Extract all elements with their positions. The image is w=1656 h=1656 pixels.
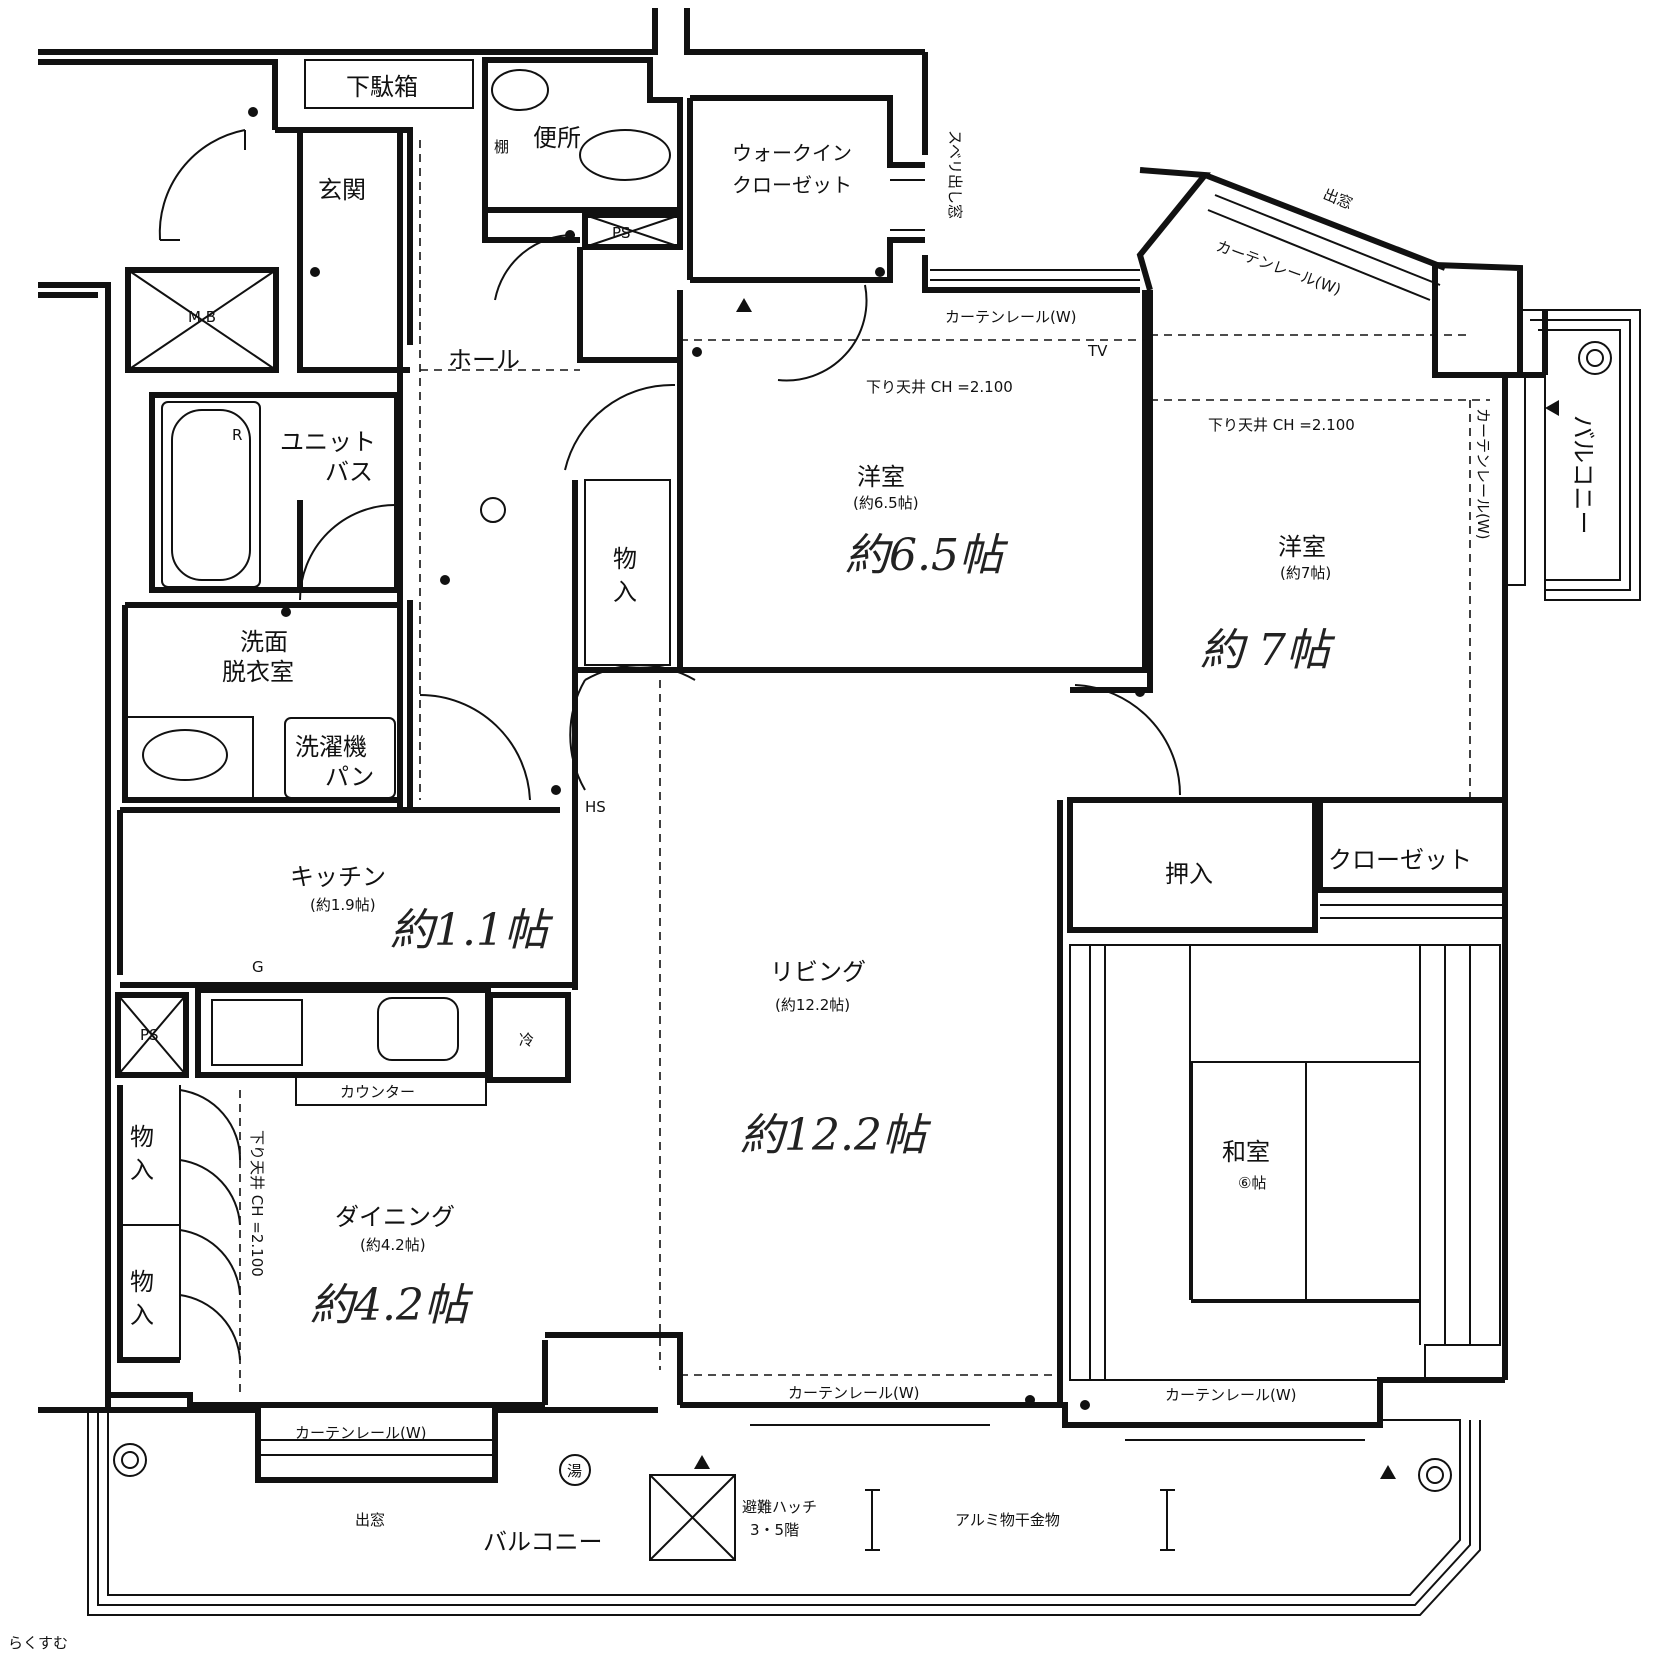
label-curtain-w3: カーテンレール(W) (1474, 408, 1492, 540)
label-hs: HS (585, 798, 606, 816)
label-japanese: 和室 (1222, 1138, 1270, 1166)
label-curtain-w6: カーテンレール(W) (295, 1424, 427, 1442)
label-drying: アルミ物干金物 (955, 1511, 1060, 1529)
label-hatch-2: 3・5階 (750, 1521, 799, 1539)
label-ps-top: PS (612, 224, 631, 242)
label-storage-d1-2: 入 (130, 1156, 154, 1184)
label-mb: M.B (188, 308, 216, 326)
label-kitchen-sub: (約1.9帖) (310, 896, 376, 914)
label-wash-2: 脱衣室 (222, 658, 294, 686)
label-shelf: 棚 (494, 138, 509, 156)
label-balcony-bottom: バルコニー (483, 1528, 603, 1556)
label-bath-2: バス (325, 458, 373, 486)
label-toilet-text: 便所 (533, 124, 581, 152)
label-kitchen: キッチン (290, 863, 386, 891)
label-dining-hand: 約4.2帖 (310, 1280, 474, 1331)
label-sliding-window: スベリ出し窓 (946, 130, 964, 219)
label-bay-window-bottom: 出窓 (355, 1511, 385, 1529)
label-ceiling2: 下り天井 CH =2.100 (1208, 416, 1355, 434)
label-hall: ホール (448, 346, 520, 374)
label-storage-hall-1: 物 (613, 545, 637, 573)
label-counter: カウンター (340, 1083, 415, 1101)
label-living: リビング (770, 958, 866, 986)
label-watermark: らくすむ (8, 1634, 68, 1652)
label-living-hand: 約12.2帖 (740, 1110, 932, 1161)
label-closet: クローゼット (1328, 846, 1472, 874)
label-bay-window-top: 出窓 (1321, 185, 1356, 213)
label-ps-kitchen: PS (140, 1026, 159, 1044)
door-swings (158, 129, 1182, 1361)
label-dining: ダイニング (335, 1203, 455, 1231)
label-curtain-w4: カーテンレール(W) (788, 1384, 920, 1402)
label-washer-1: 洗濯機 (295, 733, 367, 761)
label-dining-sub: (約4.2帖) (360, 1236, 426, 1254)
label-oshiire: 押入 (1165, 860, 1213, 888)
label-toilet: 便所 (533, 124, 581, 152)
label-western1-sub: (約6.5帖) (853, 494, 919, 512)
label-bath-1: ユニット (280, 428, 376, 456)
label-ceiling-dining: 下り天井 CH =2.100 (248, 1130, 266, 1277)
label-storage-hall-2: 入 (613, 578, 637, 606)
misc-marks (113, 69, 1612, 1561)
label-entrance: 玄関 (318, 176, 366, 204)
room-labels: 下駄箱 玄関 便所 棚 ウォークイン クローゼット PS スベリ出し窓 M.B … (8, 73, 1597, 1652)
label-refrigerator: 冷 (519, 1031, 534, 1049)
label-kitchen-hand: 約1.1帖 (390, 905, 554, 956)
walls (38, 8, 1641, 1616)
label-living-sub: (約12.2帖) (775, 996, 850, 1014)
label-western2-hand: 約 7帖 (1200, 625, 1336, 676)
label-storage-d2-2: 入 (130, 1301, 154, 1329)
label-japanese-sub: ⑥帖 (1238, 1174, 1266, 1192)
label-walkin-1: ウォークイン (732, 141, 852, 165)
label-western1-hand: 約6.5帖 (845, 530, 1009, 581)
label-hatch-1: 避難ハッチ (742, 1498, 817, 1516)
label-western1: 洋室 (857, 463, 905, 491)
label-curtain-w2: カーテンレール(W) (1214, 237, 1344, 299)
label-western2-sub: (約7帖) (1280, 564, 1331, 582)
label-curtain-w1: カーテンレール(W) (945, 308, 1077, 326)
label-wash-1: 洗面 (240, 628, 288, 656)
label-storage-d2-1: 物 (130, 1268, 154, 1296)
label-shoes: 下駄箱 (346, 73, 418, 101)
label-gas: G (252, 958, 264, 976)
label-western2: 洋室 (1278, 533, 1326, 561)
label-walkin-2: クローゼット (732, 173, 852, 197)
label-balcony-right: バルコニー (1569, 415, 1597, 535)
label-washer-2: パン (325, 763, 374, 791)
label-hot-water: 湯 (567, 1462, 582, 1480)
label-curtain-w5: カーテンレール(W) (1165, 1386, 1297, 1404)
label-refrigerator-mark: R (232, 426, 242, 444)
label-tv: TV (1087, 342, 1108, 360)
ceiling-lines (239, 140, 1490, 1395)
label-storage-d1-1: 物 (130, 1123, 154, 1151)
label-ceiling1: 下り天井 CH =2.100 (866, 378, 1013, 396)
